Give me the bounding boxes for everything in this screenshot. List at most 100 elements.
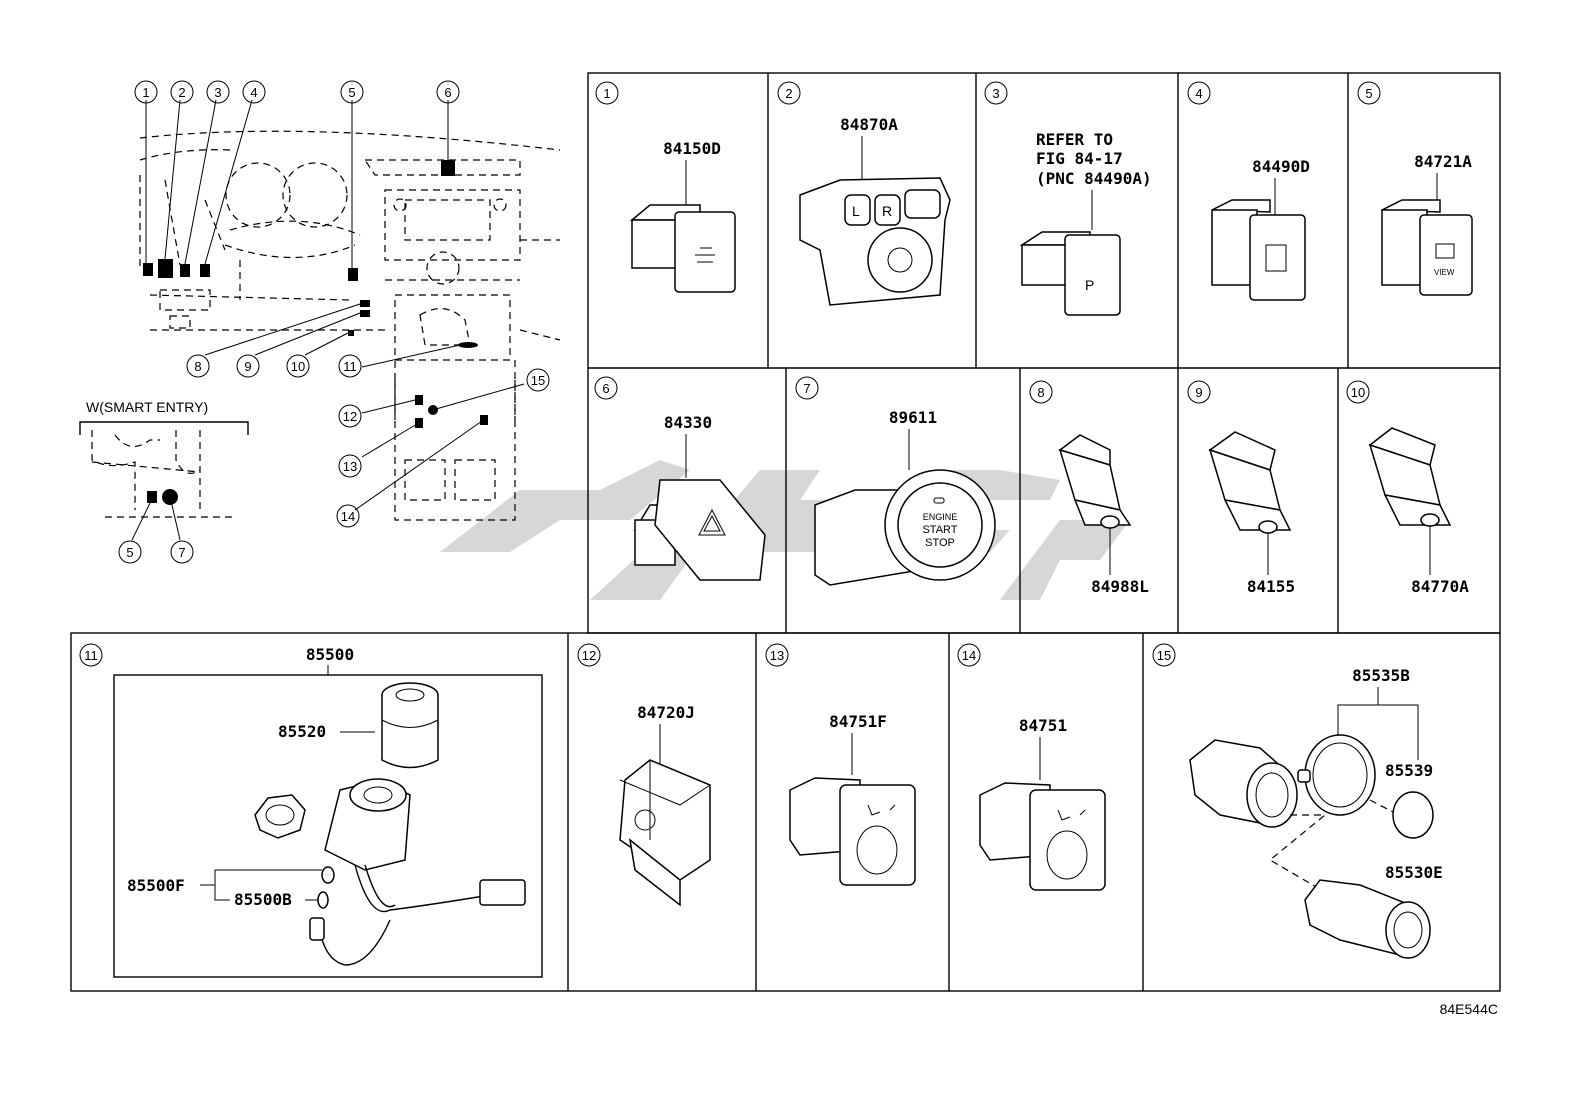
callout-4: 4 <box>242 80 266 104</box>
socket-housing <box>324 778 411 871</box>
switch-84490D <box>1211 199 1306 301</box>
svg-text:12: 12 <box>582 648 596 663</box>
part-84150D: 84150D <box>663 139 721 158</box>
part-84155: 84155 <box>1247 577 1295 596</box>
part-85520: 85520 <box>278 722 326 741</box>
switch-84870A: L R <box>799 177 951 306</box>
svg-text:13: 13 <box>343 459 357 474</box>
panel-11: 11 85500 85520 85500F <box>79 643 543 978</box>
svg-text:3: 3 <box>992 86 999 101</box>
svg-text:STOP: STOP <box>925 537 955 549</box>
part-84490D: 84490D <box>1252 157 1310 176</box>
smart-entry-inset: W(SMART ENTRY) 5 7 <box>79 399 249 564</box>
panel-15: 15 85535B 85539 85530E <box>1152 643 1443 959</box>
part-85500B: 85500B <box>234 890 292 909</box>
part-85535B: 85535B <box>1352 666 1410 685</box>
socket-nut <box>254 794 306 839</box>
smart-entry-label: W(SMART ENTRY) <box>86 399 208 415</box>
svg-text:P: P <box>1085 277 1094 293</box>
socket-85535B <box>1189 739 1298 828</box>
panel-13: 13 84751F <box>765 643 916 886</box>
svg-text:2: 2 <box>178 85 185 100</box>
callout-14: 14 <box>336 504 360 528</box>
switch-84330 <box>633 479 766 581</box>
switch-84155 <box>1208 431 1292 534</box>
svg-text:R: R <box>882 203 892 219</box>
panel-2: 2 84870A L R <box>777 81 951 306</box>
diagram-code: 84E544C <box>1440 1001 1498 1017</box>
callout-1: 1 <box>134 80 158 104</box>
callout-15: 15 <box>526 368 550 392</box>
dashboard-overview <box>139 99 561 521</box>
switch-84490A: P <box>1019 231 1121 316</box>
part-89611: 89611 <box>889 408 937 427</box>
callout-2: 2 <box>170 80 194 104</box>
callout-6: 6 <box>436 80 460 104</box>
panel-3: 3 REFER TO FIG 84-17 (PNC 84490A) P <box>984 81 1152 316</box>
refer-line-1: REFER TO <box>1036 130 1113 149</box>
svg-text:7: 7 <box>803 381 810 396</box>
panel-4: 4 84490D <box>1187 81 1310 301</box>
part-85530E: 85530E <box>1385 863 1443 882</box>
callout-9: 9 <box>236 354 260 378</box>
panel-8: 8 84988L <box>1029 380 1149 596</box>
part-84720J: 84720J <box>637 703 695 722</box>
cap-85535B <box>1297 734 1376 816</box>
svg-text:15: 15 <box>1157 648 1171 663</box>
switch-84720J <box>619 759 711 907</box>
watermark-logo <box>440 460 1130 600</box>
callout-8: 8 <box>186 354 210 378</box>
socket-85530E <box>1304 879 1431 959</box>
part-84988L: 84988L <box>1091 577 1149 596</box>
part-84770A: 84770A <box>1411 577 1469 596</box>
part-85500F: 85500F <box>127 876 185 895</box>
svg-text:3: 3 <box>214 85 221 100</box>
callout-12: 12 <box>338 404 362 428</box>
panel-12: 12 84720J <box>577 643 711 907</box>
callout-7: 7 <box>170 540 194 564</box>
switch-84770A <box>1368 427 1452 527</box>
panel-6: 6 84330 <box>594 376 766 581</box>
svg-text:10: 10 <box>1351 385 1365 400</box>
svg-text:ENGINE: ENGINE <box>923 512 958 522</box>
svg-text:2: 2 <box>785 86 792 101</box>
svg-text:7: 7 <box>178 545 185 560</box>
svg-text:15: 15 <box>531 373 545 388</box>
callout-5: 5 <box>340 80 364 104</box>
panel-10: 10 84770A <box>1346 380 1469 596</box>
panel-1: 1 84150D <box>595 81 736 293</box>
svg-text:8: 8 <box>194 359 201 374</box>
switch-84988L <box>1058 434 1132 529</box>
panel-14: 14 84751 <box>957 643 1106 891</box>
switch-84721A: VIEW <box>1381 199 1473 296</box>
svg-text:1: 1 <box>142 85 149 100</box>
svg-text:6: 6 <box>444 85 451 100</box>
svg-text:4: 4 <box>250 85 257 100</box>
callout-3: 3 <box>206 80 230 104</box>
panel-9: 9 84155 <box>1187 380 1295 596</box>
switch-84150D <box>629 204 736 293</box>
wire-harness <box>309 864 526 966</box>
part-84751: 84751 <box>1019 716 1067 735</box>
svg-text:5: 5 <box>1365 86 1372 101</box>
part-85539: 85539 <box>1385 761 1433 780</box>
svg-text:VIEW: VIEW <box>1434 268 1455 277</box>
svg-text:START: START <box>922 524 957 536</box>
part-84870A: 84870A <box>840 115 898 134</box>
refer-line-3: (PNC 84490A) <box>1036 169 1152 188</box>
part-84330: 84330 <box>664 413 712 432</box>
svg-text:9: 9 <box>1195 385 1202 400</box>
svg-text:10: 10 <box>291 359 305 374</box>
callout-11: 11 <box>338 354 362 378</box>
svg-text:5: 5 <box>348 85 355 100</box>
part-84751F: 84751F <box>829 712 887 731</box>
overview-callouts: 1 2 3 4 5 6 8 9 10 11 12 13 14 15 <box>134 80 550 528</box>
svg-text:5: 5 <box>126 545 133 560</box>
refer-line-2: FIG 84-17 <box>1036 149 1123 168</box>
callout-13: 13 <box>338 454 362 478</box>
svg-text:1: 1 <box>603 86 610 101</box>
part-85500: 85500 <box>306 645 354 664</box>
svg-text:11: 11 <box>84 648 98 663</box>
